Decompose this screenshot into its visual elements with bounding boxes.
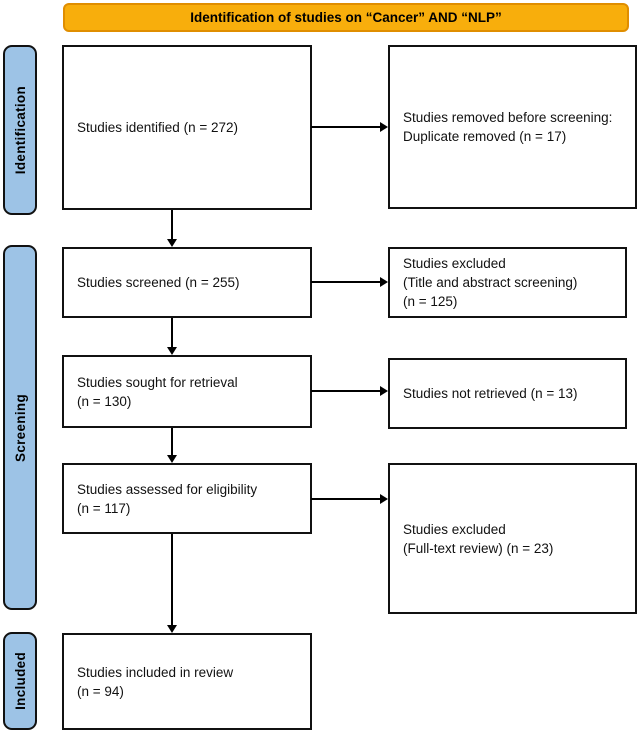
box-studies-included-review: Studies included in review (n = 94) <box>62 633 312 730</box>
arrow-screened-to-sought <box>167 318 176 355</box>
stage-label-included: Included <box>3 632 37 730</box>
arrow-assessed-to-excluded-fulltext <box>311 494 388 503</box>
box-studies-screened-text: Studies screened (n = 255) <box>77 275 240 290</box>
box-studies-included-review-text: Studies included in review (n = 94) <box>77 664 234 699</box>
diagram-title-banner: Identification of studies on “Cancer” AN… <box>63 3 629 32</box>
box-studies-sought-retrieval: Studies sought for retrieval (n = 130) <box>62 355 312 428</box>
box-studies-removed-before-screening-text: Studies removed before screening: Duplic… <box>403 110 613 144</box>
box-studies-not-retrieved-text: Studies not retrieved (n = 13) <box>403 386 578 401</box>
box-studies-excluded-full-text-text: Studies excluded (Full-text review) (n =… <box>403 521 554 556</box>
arrow-screened-to-excluded <box>311 277 388 286</box>
arrow-identified-to-removed <box>311 122 388 131</box>
stage-label-identification: Identification <box>3 45 37 215</box>
box-studies-excluded-title-abstract: Studies excluded (Title and abstract scr… <box>388 247 627 318</box>
box-studies-screened: Studies screened (n = 255) <box>62 247 312 318</box>
arrow-sought-to-assessed <box>167 428 176 463</box>
box-studies-excluded-full-text: Studies excluded (Full-text review) (n =… <box>388 463 637 614</box>
arrow-assessed-to-included <box>167 534 176 633</box>
stage-label-screening-text: Screening <box>12 393 28 462</box>
stage-label-included-text: Included <box>12 652 28 710</box>
stage-label-screening: Screening <box>3 245 37 610</box>
box-studies-excluded-title-abstract-text: Studies excluded (Title and abstract scr… <box>403 256 578 309</box>
stage-label-identification-text: Identification <box>12 85 28 175</box>
box-studies-identified-text: Studies identified (n = 272) <box>77 120 238 135</box>
arrow-sought-to-not-retrieved <box>311 386 388 395</box>
box-studies-identified: Studies identified (n = 272) <box>62 45 312 210</box>
box-studies-not-retrieved: Studies not retrieved (n = 13) <box>388 358 627 429</box>
box-studies-removed-before-screening: Studies removed before screening: Duplic… <box>388 45 637 209</box>
diagram-title: Identification of studies on “Cancer” AN… <box>190 10 502 25</box>
box-studies-assessed-eligibility: Studies assessed for eligibility (n = 11… <box>62 463 312 534</box>
box-studies-assessed-eligibility-text: Studies assessed for eligibility (n = 11… <box>77 481 258 516</box>
box-studies-sought-retrieval-text: Studies sought for retrieval (n = 130) <box>77 374 238 409</box>
arrow-identified-to-screened <box>167 210 176 247</box>
